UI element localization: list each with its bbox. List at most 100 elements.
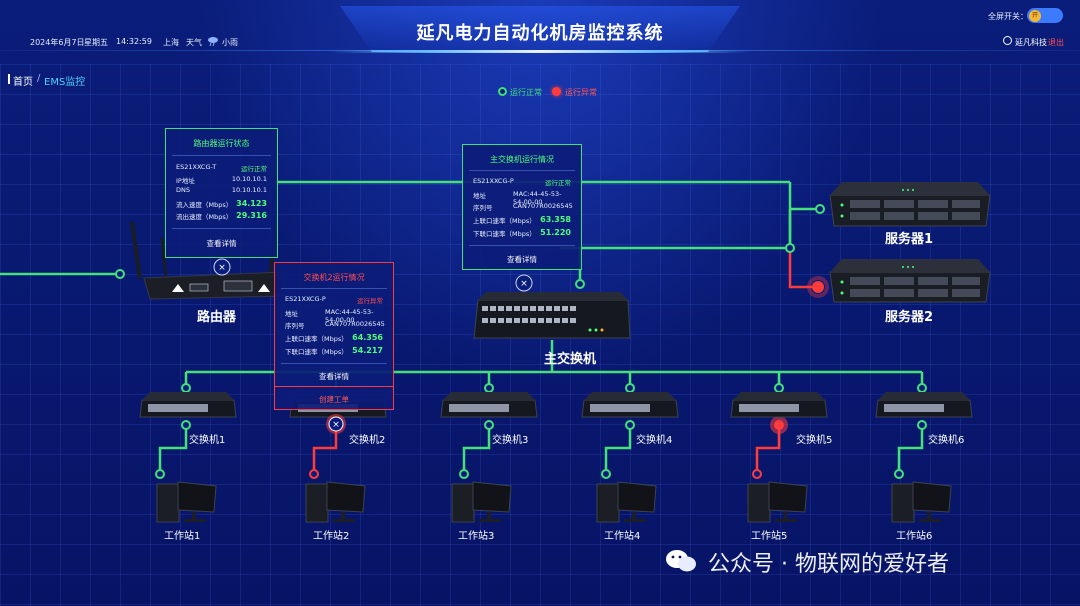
main-switch-model: ES21XXCG-P (473, 177, 514, 185)
breadcrumb-current: EMS监控 (44, 77, 86, 88)
switch4-device (581, 392, 679, 418)
legend-normal-dot (498, 87, 507, 96)
main-switch-label: 主交换机 (544, 352, 597, 367)
addr-label: 地址 (285, 310, 298, 318)
main-switch-status: 运行正常 (545, 179, 571, 187)
workstation3-label: 工作站3 (458, 531, 495, 542)
server1-device (829, 182, 991, 227)
workstation6-device (891, 481, 952, 523)
city-text: 上海 (163, 38, 179, 47)
serial-label: 序列号 (473, 204, 493, 212)
serial-value: CAN707R0026545 (325, 320, 385, 328)
wechat-icon (666, 550, 696, 572)
legend-abnormal-label: 运行异常 (565, 88, 597, 97)
watermark-text: 公众号 · 物联网的爱好者 (708, 552, 949, 577)
workstation3-device (451, 481, 512, 523)
switch2-serial-row: 序列号 CAN707R0026545 (285, 320, 385, 331)
user-name: 延凡科技 (1015, 38, 1047, 47)
workstation2-device (305, 481, 366, 523)
router-status-card: 路由器运行状态 ES21XXCG-T 运行正常 IP地址 10.10.10.1 … (165, 128, 278, 258)
switch2-detail-button[interactable]: 查看详情 (319, 372, 349, 381)
date-text: 2024年6月7日 (30, 38, 85, 47)
fullscreen-toggle[interactable]: 开 (1027, 8, 1063, 23)
create-ticket-button[interactable]: 创建工单 (319, 395, 349, 404)
main-switch-status-card: 主交换机运行情况 ES21XXCG-P 运行正常 地址 MAC:44-45-53… (462, 144, 582, 270)
downlink-label: 下联口速率（Mbps） (473, 230, 536, 238)
main-switch-card-title: 主交换机运行情况 (490, 155, 554, 164)
app-title: 延凡电力自动化机房监控系统 (416, 23, 664, 44)
router-model: ES21XXCG-T (176, 163, 217, 171)
addr-value: MAC:44-45-53-54-00-00 (325, 308, 374, 324)
breadcrumb-separator: / (37, 73, 41, 84)
router-card-title: 路由器运行状态 (193, 139, 250, 148)
divider (469, 170, 575, 171)
uplink-value: 63.358 (540, 215, 571, 224)
switch4-label: 交换机4 (636, 435, 673, 446)
workstation1-device (156, 481, 217, 523)
downlink-value: 54.217 (352, 346, 383, 355)
divider (469, 245, 575, 246)
main-switch-addr-row: 地址 MAC:44-45-53-54-00-00 (473, 190, 571, 206)
router-status: 运行正常 (241, 165, 267, 173)
ip-label: IP地址 (176, 177, 195, 185)
serial-value: CAN707R0026545 (513, 202, 573, 210)
fault-lines (312, 248, 818, 474)
divider (172, 155, 271, 156)
out-speed-value: 29.316 (236, 211, 267, 220)
switch2-label: 交换机2 (349, 435, 386, 446)
switch1-label: 交换机1 (189, 435, 226, 446)
switch2-model-row: ES21XXCG-P 运行异常 (285, 295, 383, 306)
switch2-down-row: 下联口速率（Mbps） 54.217 (285, 346, 383, 357)
workstation5-label: 工作站5 (751, 531, 788, 542)
router-dns-row: DNS 10.10.10.1 (176, 186, 267, 197)
dns-value: 10.10.10.1 (231, 186, 267, 194)
router-out-row: 流出速度（Mbps） 29.316 (176, 211, 267, 222)
router-model-row: ES21XXCG-T 运行正常 (176, 163, 267, 174)
router-detail-button[interactable]: 查看详情 (206, 239, 237, 248)
switch3-label: 交换机3 (492, 435, 529, 446)
fullscreen-label: 全屏开关： (988, 12, 1028, 21)
svg-text:×: × (332, 420, 340, 430)
workstation4-label: 工作站4 (604, 531, 641, 542)
switch2-close-icon (328, 416, 344, 432)
router-label: 路由器 (197, 310, 237, 325)
logout-link[interactable]: 退出 (1048, 38, 1064, 47)
legend-abnormal-dot (552, 87, 561, 96)
workstation5-device (747, 481, 808, 523)
out-speed-label: 流出速度（Mbps） (176, 213, 233, 221)
switch2-status-card: 交换机2运行情况 ES21XXCG-P 运行异常 地址 MAC:44-45-53… (274, 262, 394, 410)
serial-label: 序列号 (285, 322, 305, 330)
breadcrumb-home[interactable]: 首页 (13, 77, 33, 88)
main-switch-down-row: 下联口速率（Mbps） 51.220 (473, 228, 571, 239)
switch5-device (730, 392, 828, 418)
workstation1-label: 工作站1 (164, 531, 201, 542)
weekday-text: 星期五 (84, 38, 108, 47)
main-switch-model-row: ES21XXCG-P 运行正常 (473, 177, 571, 188)
addr-value: MAC:44-45-53-54-00-00 (513, 190, 562, 206)
router-in-row: 流入速度（Mbps） 34.123 (176, 199, 267, 210)
divider (172, 228, 271, 229)
user-icon (1003, 36, 1012, 45)
router-ip-row: IP地址 10.10.10.1 (176, 175, 267, 186)
server1-label: 服务器1 (885, 232, 934, 247)
divider (281, 363, 387, 364)
svg-text:×: × (520, 279, 528, 289)
addr-label: 地址 (473, 192, 486, 200)
main-switch-serial-row: 序列号 CAN707R0026545 (473, 202, 573, 213)
main-switch-detail-button[interactable]: 查看详情 (507, 255, 537, 264)
weather-label: 天气 (186, 38, 202, 47)
rain-cloud-icon (208, 37, 218, 46)
switch2-up-row: 上联口速率（Mbps） 64.356 (285, 333, 383, 344)
divider (281, 288, 387, 289)
switch2-addr-row: 地址 MAC:44-45-53-54-00-00 (285, 308, 383, 324)
router-close-icon (213, 258, 231, 276)
divider (275, 386, 393, 387)
title-plate (340, 6, 740, 52)
switch5-label: 交换机5 (796, 435, 833, 446)
workstation4-device (596, 481, 657, 523)
fullscreen-knob: 开 (1029, 9, 1041, 22)
title-glow (330, 50, 750, 53)
uplink-label: 上联口速率（Mbps） (473, 217, 536, 225)
connection-nodes (115, 204, 927, 479)
main-switch-close-icon (515, 274, 533, 292)
